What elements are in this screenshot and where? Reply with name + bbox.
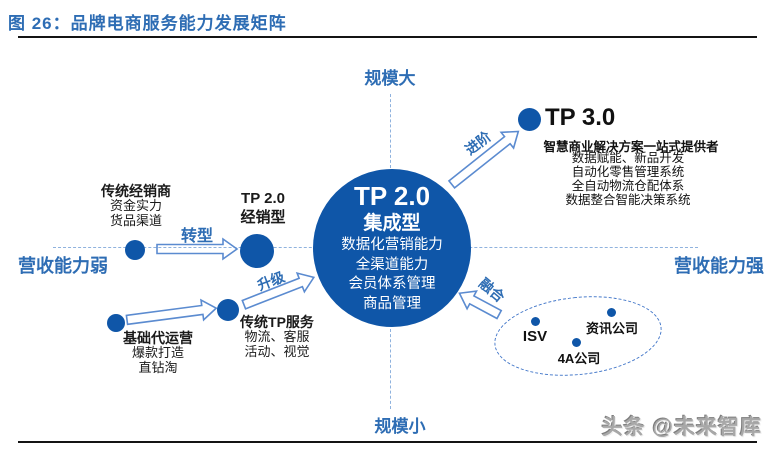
axis-label-scale-large: 规模大 (364, 69, 416, 88)
transform-arrow-label: 转型 (180, 228, 213, 245)
tp3-line: 数据赋能、新品开发 (571, 151, 685, 165)
basic-agency-line: 直钻淘 (138, 359, 178, 375)
traditional-distributor-dot (125, 240, 145, 260)
merge-arrow (458, 290, 503, 320)
advance-arrow (447, 130, 520, 190)
tp3-line: 全自动物流仓配体系 (571, 179, 685, 193)
tp2-circle-line: 商品管理 (363, 295, 421, 312)
traditional-distributor-block: 传统经销商 资金实力 货品渠道 (86, 183, 186, 228)
tp2-distributor-block: TP 2.0 经销型 (233, 189, 293, 227)
traditional-tp-title: 传统TP服务 (240, 314, 314, 330)
tp3-lines: 数据赋能、新品开发 自动化零售管理系统 全自动物流仓配体系 数据整合智能决策系统 (528, 151, 728, 207)
traditional-distributor-line: 资金实力 (109, 198, 162, 213)
tp2-circle-line: 全渠道能力 (355, 256, 429, 273)
tp2-distributor-dot (240, 234, 274, 268)
traditional-tp-dot (217, 299, 239, 321)
footer-rule (18, 441, 757, 443)
basic-agency-dot (107, 314, 125, 332)
vertical-axis-dashed-line-top (390, 94, 391, 168)
basic-agency-block: 基础代运营 爆款打造 直钻淘 (108, 330, 208, 375)
tp2-distributor-title: TP 2.0 (241, 190, 285, 207)
upgrade-arrow (241, 272, 316, 310)
traditional-tp-line: 活动、视觉 (244, 343, 310, 359)
traditional-tp-block: 传统TP服务 物流、客服 活动、视觉 (227, 314, 327, 359)
figure-title: 图 26：品牌电商服务能力发展矩阵 (8, 14, 287, 33)
partner-dot-4a-company (572, 338, 581, 347)
tp2-circle-title: TP 2.0 (353, 181, 431, 211)
partner-dot-info-company (607, 308, 616, 317)
transform-arrow (156, 237, 239, 261)
tp3-title: TP 3.0 (545, 104, 616, 131)
tp2-circle-subtitle: 集成型 (363, 213, 421, 234)
partner-label-4a-company: 4A公司 (557, 351, 601, 366)
axis-label-revenue-weak: 营收能力弱 (18, 256, 108, 276)
vertical-axis-dashed-line-bottom (390, 329, 391, 409)
tp3-line: 数据整合智能决策系统 (565, 193, 691, 207)
tp3-headline: 智慧商业解决方案一站式提供者 (543, 140, 719, 154)
partner-label-info-company: 资讯公司 (585, 321, 638, 336)
tp2-distributor-subtitle: 经销型 (240, 209, 286, 226)
partner-label-isv: ISV (522, 328, 548, 345)
tp2-circle-line: 数据化营销能力 (341, 237, 443, 253)
partner-dot-isv (531, 317, 540, 326)
basic-agency-title: 基础代运营 (123, 330, 193, 346)
watermark: 头条 @未来智库 (601, 416, 762, 439)
traditional-distributor-line: 货品渠道 (109, 212, 162, 228)
tp3-dot (518, 108, 541, 131)
tp2-circle-line: 会员体系管理 (348, 276, 436, 292)
header-rule (18, 36, 757, 38)
basic-agency-line: 爆款打造 (131, 345, 184, 360)
tp3-line: 自动化零售管理系统 (571, 165, 685, 179)
axis-label-scale-small: 规模小 (374, 417, 426, 436)
traditional-tp-line: 物流、客服 (244, 329, 310, 344)
tp2-integrated-circle: TP 2.0 集成型 数据化营销能力 全渠道能力 会员体系管理 商品管理 (313, 169, 471, 327)
axis-label-revenue-strong: 营收能力强 (674, 256, 764, 276)
traditional-distributor-title: 传统经销商 (101, 183, 171, 199)
agency-to-tp-arrow (125, 298, 218, 326)
